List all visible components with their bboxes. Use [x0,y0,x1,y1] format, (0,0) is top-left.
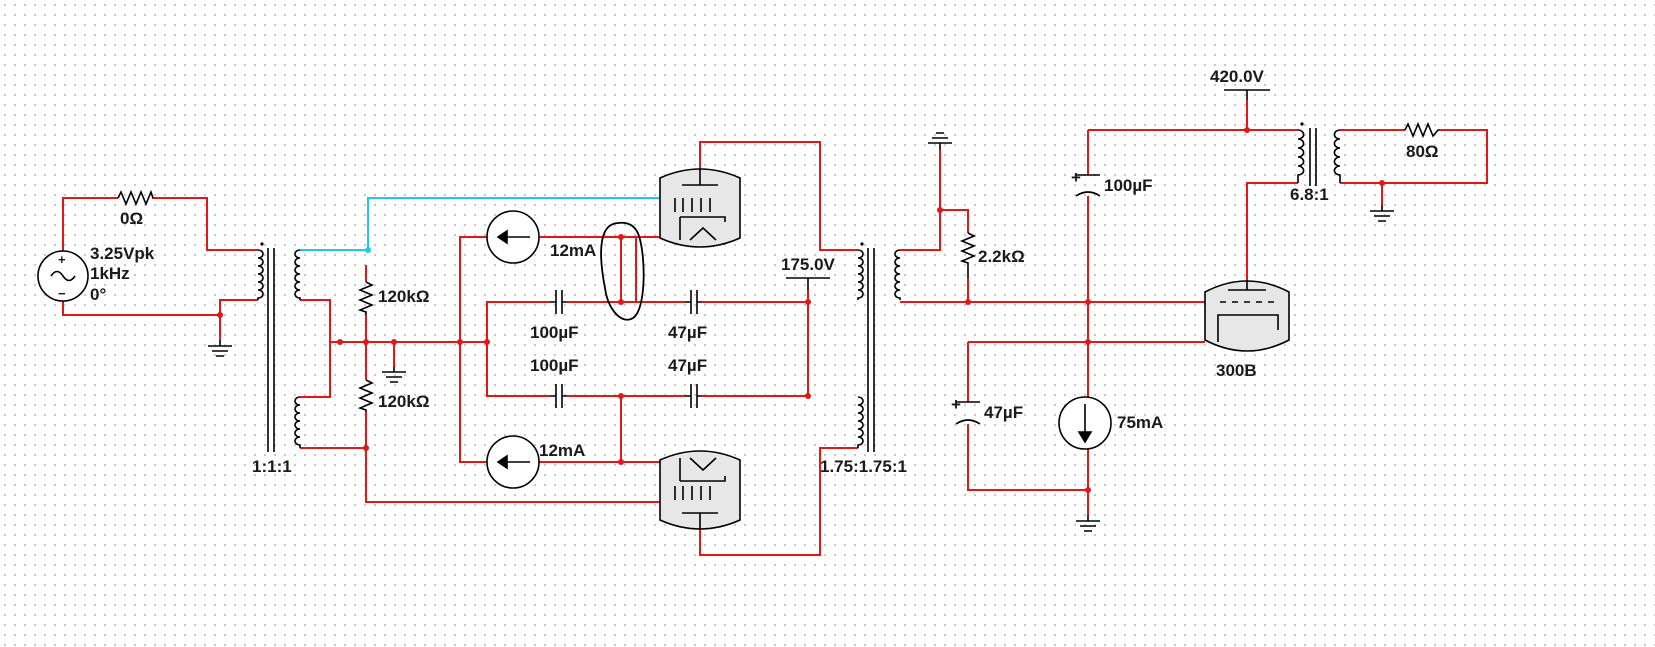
grid-load-resistor-label: 2.2kΩ [978,247,1025,266]
ground-icon [382,367,406,383]
capacitor-bottom-right[interactable] [685,384,702,408]
current-source-top[interactable] [486,210,540,264]
output-tube-label: 300B [1216,361,1257,380]
source-resistor[interactable] [117,189,154,207]
interstage-transformer[interactable] [857,248,901,452]
cathode-capacitor-polarity: + [951,395,961,414]
source-amplitude-label: 3.25Vpk [90,244,155,263]
bplus-capacitor-polarity: + [1071,168,1081,187]
sine-icon [50,270,76,282]
bplus-output-label: 420.0V [1210,67,1265,86]
wires [62,100,1488,556]
speaker-load-resistor[interactable] [1404,121,1440,139]
driver-tube-top[interactable] [659,168,741,248]
ground-icon [1370,205,1394,222]
source-phase-label: 0° [90,285,106,304]
current-source-top-label: 12mA [550,241,596,260]
driver-tube-bottom[interactable] [659,450,741,530]
source-resistor-label: 0Ω [120,209,143,228]
interstage-ratio-label: 1.75:1.75:1 [820,457,907,476]
bplus-driver-label: 175.0V [781,255,836,274]
ac-voltage-source[interactable]: + − [37,250,89,302]
cathode-capacitor-label: 47µF [984,403,1023,422]
ground-icon [208,340,232,357]
capacitor-bottom-left-label: 100µF [530,356,579,375]
annotation-circle [600,221,645,321]
bplus-driver-bar [786,277,830,290]
bplus-capacitor[interactable] [1075,174,1101,197]
capacitor-top-left[interactable] [550,290,567,314]
current-source-bottom-label: 12mA [539,441,585,460]
output-transformer[interactable] [1297,128,1341,186]
grid-drive-junction [365,247,371,253]
ground-icon [928,132,952,150]
capacitor-top-right-label: 47µF [668,323,707,342]
input-transformer-polarity-dot [260,242,264,246]
capacitor-top-right[interactable] [685,290,702,314]
ground-icon [1076,515,1100,532]
grid-drive-wire [300,197,660,251]
cathode-capacitor[interactable] [955,401,981,425]
output-tube-300b[interactable] [1204,280,1290,352]
output-current-source-label: 75mA [1117,413,1163,432]
junctions [217,127,1385,493]
source-frequency-label: 1kHz [90,264,130,283]
input-transformer-ratio-label: 1:1:1 [252,457,292,476]
speaker-load-label: 80Ω [1406,142,1439,161]
bplus-output-bar [1224,89,1270,100]
grid-resistor-bottom[interactable] [357,379,375,412]
capacitor-top-left-label: 100µF [530,323,579,342]
svg-text:−: − [58,286,66,301]
output-transformer-ratio-label: 6.8:1 [1290,185,1329,204]
svg-text:+: + [58,252,66,267]
output-transformer-polarity-dot [1300,122,1304,126]
capacitor-bottom-right-label: 47µF [668,356,707,375]
interstage-polarity-dot [860,242,864,246]
grid-load-resistor[interactable] [959,232,977,278]
capacitor-bottom-left[interactable] [550,384,567,408]
current-source-bottom[interactable] [486,435,540,489]
grid-resistor-bottom-label: 120kΩ [378,392,429,411]
input-transformer[interactable] [257,248,301,452]
bplus-capacitor-label: 100µF [1104,176,1153,195]
grid-resistor-top[interactable] [357,281,375,315]
grid-resistor-top-label: 120kΩ [378,287,429,306]
output-current-source[interactable] [1058,396,1112,450]
